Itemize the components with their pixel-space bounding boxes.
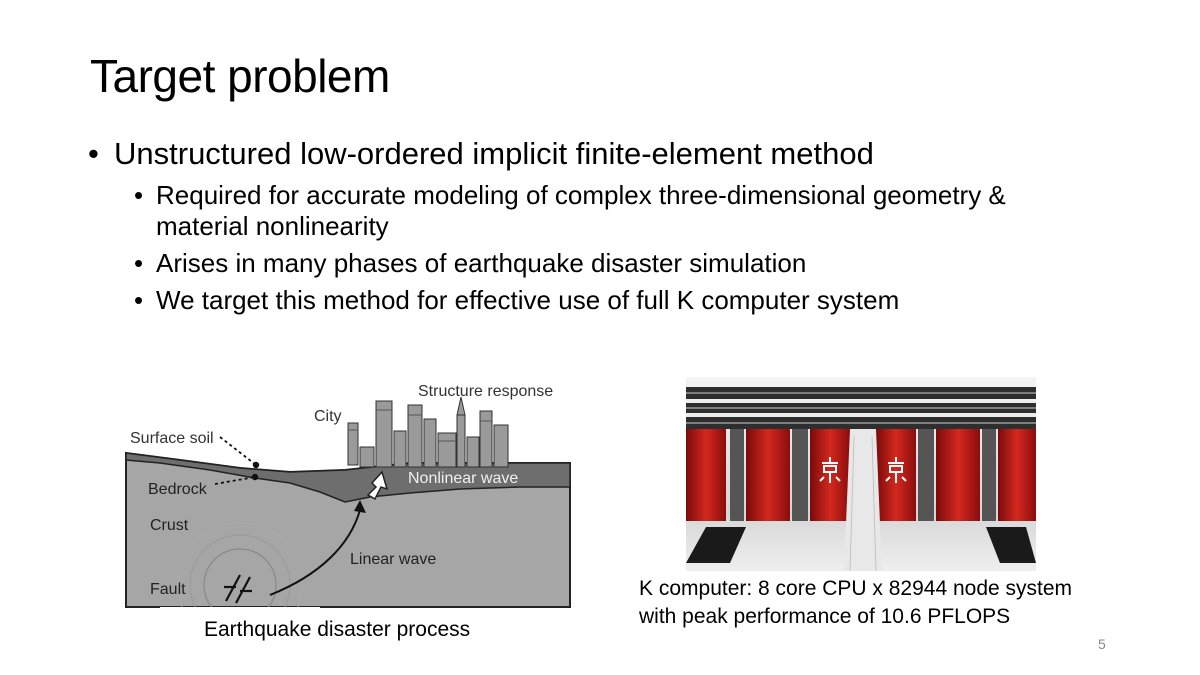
label-crust: Crust [150,517,189,534]
bullet-main: • Unstructured low-ordered implicit fini… [88,134,1148,174]
sub-bullet-3: • We target this method for effective us… [134,285,1148,316]
earthquake-diagram: Structure response City Surface soil Bed… [125,383,571,615]
bullet-main-text: Unstructured low-ordered implicit finite… [114,136,874,171]
caption-earthquake: Earthquake disaster process [204,618,471,641]
bullet-dot: • [134,285,144,315]
caption-k-line2: with peak performance of 10.6 PFLOPS [639,605,1011,628]
arrow-head-icon [354,500,366,513]
label-city: City [314,408,342,425]
k-computer-photo [686,377,1036,571]
up-arrow-icon [366,470,389,501]
sub-bullet-text: Required for accurate modeling of comple… [156,180,1006,241]
sub-bullet-2: • Arises in many phases of earthquake di… [134,248,1148,279]
caption-k-line1: K computer: 8 core CPU x 82944 node syst… [639,577,1073,600]
fault-icon [224,574,252,604]
city-buildings [347,396,509,468]
bullet-dot: • [88,136,99,171]
slide-title: Target problem [90,50,390,102]
label-nonlinear-wave: Nonlinear wave [408,470,518,487]
sub-bullet-text: We target this method for effective use … [156,285,900,315]
page-number: 5 [1098,636,1106,652]
sub-bullet-1: • Required for accurate modeling of comp… [134,180,1148,242]
caption-k-computer: K computer: 8 core CPU x 82944 node syst… [639,575,1072,631]
label-fault: Fault [150,581,186,598]
label-linear-wave: Linear wave [350,551,436,568]
bullet-list: • Unstructured low-ordered implicit fini… [88,134,1148,316]
label-structure-response: Structure response [418,383,553,400]
label-bedrock: Bedrock [148,481,208,498]
k-logo-icon [819,457,841,483]
label-surface-soil: Surface soil [130,430,214,447]
k-logo-icon [885,457,907,483]
bullet-dot: • [134,180,144,210]
sub-bullet-text: Arises in many phases of earthquake disa… [156,248,807,278]
bullet-dot: • [134,248,144,278]
